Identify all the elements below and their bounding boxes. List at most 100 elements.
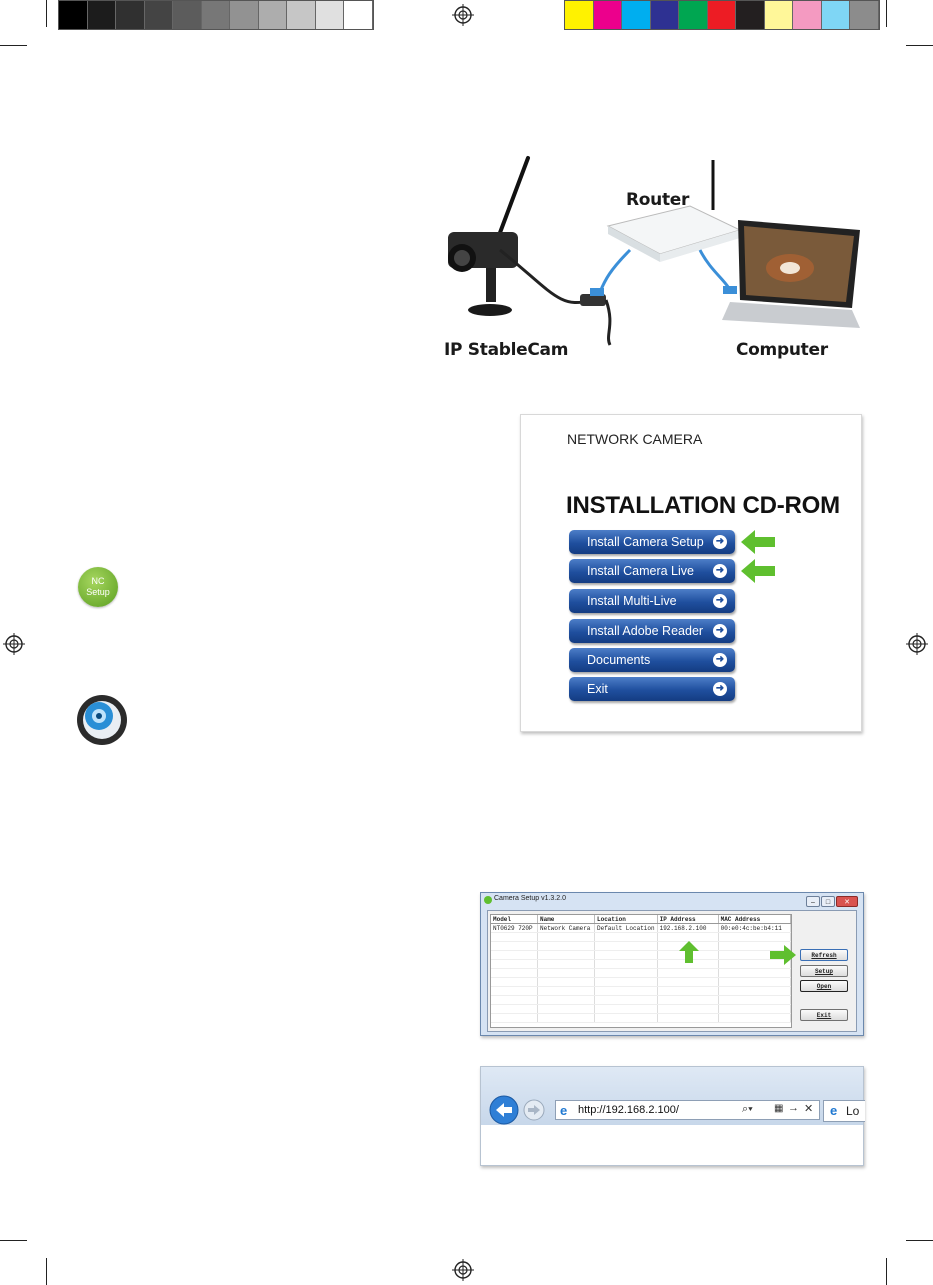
button-label: Install Multi-Live — [587, 594, 677, 608]
install-adobe-reader-button[interactable]: Install Adobe Reader ➜ — [569, 619, 735, 643]
table-row — [491, 1013, 792, 1023]
camera-list-grid: Model Name Location IP Address MAC Addre… — [490, 914, 792, 1028]
color-swatch — [850, 1, 879, 29]
app-icon — [484, 896, 492, 904]
column-header[interactable]: IP Address — [657, 915, 719, 924]
table-row — [491, 932, 792, 942]
table-cell: 00:e0:4c:be:b4:11 — [718, 923, 792, 933]
address-bar[interactable]: e http://192.168.2.100/ ⌕▾ ▦ → ✕ — [555, 1100, 820, 1120]
color-swatch — [622, 1, 651, 29]
router-label: Router — [626, 190, 690, 210]
registration-mark-icon — [906, 633, 928, 655]
crop-mark — [906, 1240, 933, 1241]
green-arrow-up-icon — [679, 941, 699, 963]
arrow-right-icon: ➜ — [713, 653, 727, 667]
refresh-button[interactable]: Refresh — [800, 949, 848, 961]
color-swatch — [230, 1, 259, 29]
color-swatch — [793, 1, 822, 29]
color-swatch — [201, 1, 230, 29]
browser-tab[interactable]: e Lo — [823, 1100, 865, 1122]
table-cell: 192.168.2.100 — [657, 923, 719, 933]
crop-mark — [0, 45, 27, 46]
camera-label: IP StableCam — [444, 340, 569, 360]
window-body: Model Name Location IP Address MAC Addre… — [487, 910, 857, 1032]
green-arrow-right-icon — [770, 945, 796, 965]
back-button-icon[interactable] — [489, 1095, 519, 1125]
crop-mark — [46, 1258, 47, 1285]
color-swatch — [315, 1, 344, 29]
exit-button[interactable]: Exit ➜ — [569, 677, 735, 701]
install-multi-live-button[interactable]: Install Multi-Live ➜ — [569, 589, 735, 613]
column-header[interactable]: Model — [491, 915, 538, 924]
crop-mark — [0, 1240, 27, 1241]
grayscale-color-bar — [58, 0, 374, 30]
nc-setup-line2: Setup — [86, 587, 110, 597]
url-text[interactable]: http://192.168.2.100/ — [578, 1104, 679, 1116]
color-swatch — [593, 1, 622, 29]
color-swatch — [679, 1, 708, 29]
nc-setup-line1: NC — [91, 576, 105, 586]
button-label: Install Camera Live — [587, 564, 694, 578]
computer-label: Computer — [736, 340, 828, 360]
table-row — [491, 950, 792, 960]
table-row — [491, 977, 792, 987]
column-header[interactable]: Location — [594, 915, 658, 924]
exit-window-button[interactable]: Exit — [800, 1009, 848, 1021]
network-diagram: Router IP StableCam Computer — [440, 150, 868, 368]
table-row — [491, 941, 792, 951]
color-swatch — [144, 1, 173, 29]
green-arrow-left-icon — [741, 559, 775, 583]
table-row — [491, 986, 792, 996]
setup-button[interactable]: Setup — [800, 965, 848, 977]
color-swatch — [116, 1, 145, 29]
color-swatch — [59, 1, 88, 29]
arrow-right-icon: ➜ — [713, 564, 727, 578]
crop-mark — [46, 0, 47, 27]
ie-logo-icon: e — [830, 1103, 838, 1118]
tab-label: Lo — [846, 1104, 860, 1118]
table-row — [491, 1004, 792, 1014]
window-title: Camera Setup v1.3.2.0 — [494, 895, 566, 902]
compatibility-icon[interactable]: ▦ — [774, 1103, 784, 1114]
button-label: Install Adobe Reader — [587, 624, 704, 638]
color-swatch — [707, 1, 736, 29]
table-row — [491, 995, 792, 1005]
table-cell: NT0629 720P — [491, 923, 538, 933]
table-cell: Default Location — [594, 923, 658, 933]
registration-mark-icon — [452, 1259, 474, 1281]
column-header[interactable]: MAC Address — [718, 915, 792, 924]
button-label: Install Camera Setup — [587, 535, 704, 549]
maximize-icon[interactable]: □ — [821, 896, 835, 907]
close-icon[interactable]: ✕ — [836, 896, 858, 907]
crop-mark — [886, 1258, 887, 1285]
go-arrow-icon[interactable]: → — [788, 1102, 799, 1114]
open-button[interactable]: Open — [800, 980, 848, 992]
cmyk-color-bar — [564, 0, 880, 30]
minimize-icon[interactable]: – — [806, 896, 820, 907]
column-header[interactable]: Name — [537, 915, 595, 924]
table-header-row: Model Name Location IP Address MAC Addre… — [491, 915, 792, 924]
cd-rom-subtitle: NETWORK CAMERA — [567, 431, 703, 447]
camera-live-icon — [77, 695, 127, 745]
documents-button[interactable]: Documents ➜ — [569, 648, 735, 672]
cd-rom-menu: NETWORK CAMERA INSTALLATION CD-ROM Insta… — [520, 414, 862, 732]
color-swatch — [173, 1, 202, 29]
browser-window: e http://192.168.2.100/ ⌕▾ ▦ → ✕ e Lo — [480, 1066, 865, 1166]
color-swatch — [344, 1, 373, 29]
install-camera-setup-button[interactable]: Install Camera Setup ➜ — [569, 530, 735, 554]
stop-icon[interactable]: ✕ — [804, 1103, 814, 1115]
search-icon[interactable]: ⌕▾ — [742, 1103, 753, 1115]
arrow-right-icon: ➜ — [713, 535, 727, 549]
forward-button-icon[interactable] — [523, 1099, 545, 1121]
color-swatch — [650, 1, 679, 29]
table-row — [491, 968, 792, 978]
arrow-right-icon: ➜ — [713, 594, 727, 608]
table-row[interactable]: NT0629 720P Network Camera Default Locat… — [491, 923, 792, 933]
camera-table: Model Name Location IP Address MAC Addre… — [491, 915, 792, 1023]
color-swatch — [736, 1, 765, 29]
ie-logo-icon: e — [560, 1103, 568, 1118]
camera-setup-window: Camera Setup v1.3.2.0 – □ ✕ Model Name L… — [480, 892, 864, 1036]
install-camera-live-button[interactable]: Install Camera Live ➜ — [569, 559, 735, 583]
crop-mark — [886, 0, 887, 27]
registration-mark-icon — [452, 4, 474, 26]
